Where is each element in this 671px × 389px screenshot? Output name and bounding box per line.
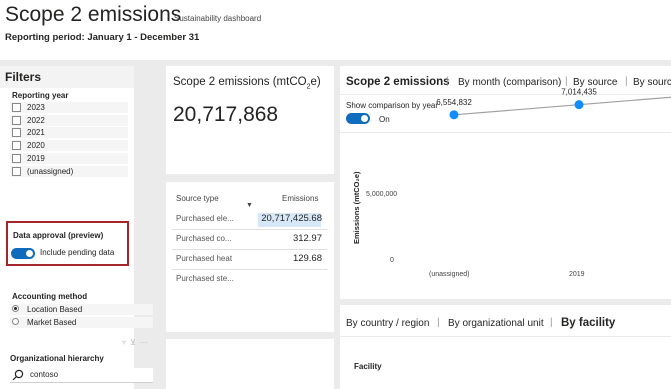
year-checkbox[interactable] [12,166,21,176]
tab-by-facility[interactable]: By facility [561,317,616,329]
tab-by-country-region[interactable]: By country / region [346,318,430,329]
tab-scope2-emissions[interactable]: Scope 2 emissions [346,76,450,88]
source-type-table: Source type Emissions ▼ Purchased ele...… [166,182,334,332]
table-cell-source: Purchased co... [176,234,232,243]
slicer-header-icons: ▿⊻⋯ [122,338,152,347]
series-line [453,96,671,116]
sort-descending-icon[interactable]: ▼ [246,202,253,209]
filters-header: Filters [0,66,134,88]
tab-divider [340,336,671,337]
x-tick-label: 2019 [569,271,585,278]
radio-location-based-label: Location Based [27,305,83,314]
year-checkbox[interactable] [12,141,21,151]
year-option-label: 2020 [27,141,45,151]
table-cell-source: Purchased heat [176,254,233,263]
year-option[interactable]: 2021 [10,127,128,139]
column-header-emissions[interactable]: Emissions [282,194,319,203]
year-option[interactable]: 2019 [10,152,128,164]
page-subtitle: Sustainability dashboard [174,14,262,23]
org-hierarchy-search-value: contoso [30,370,59,379]
radio-location-based[interactable]: Location Based [10,304,153,315]
more-options-icon[interactable]: ⋯ [139,338,152,347]
include-pending-toggle[interactable] [11,248,35,259]
column-header-facility[interactable]: Facility [354,362,382,371]
year-option-label: (unassigned) [27,166,74,176]
comparison-toggle[interactable] [346,113,370,124]
facility-table-card: By country / region | By organizational … [340,305,671,389]
year-option[interactable]: 2020 [10,140,128,152]
table-cell-source: Purchased ste... [176,274,234,283]
tab-separator: | [625,76,628,87]
kpi-title: Scope 2 emissions (mtCO2e) [173,76,321,91]
year-option[interactable]: 2023 [10,102,128,113]
radio-market-based-indicator[interactable] [12,318,19,325]
y-tick-label: 0 [390,257,394,264]
year-checkbox[interactable] [12,128,21,138]
year-option[interactable]: 2022 [10,114,128,126]
accounting-method-label: Accounting method [12,292,88,301]
empty-visual [166,339,334,389]
toggle-knob [26,250,33,257]
tab-by-organizational-unit[interactable]: By organizational unit [448,318,544,329]
search-icon [12,369,24,381]
radio-market-based[interactable]: Market Based [10,317,153,328]
year-option-label: 2021 [27,128,45,138]
reporting-year-label: Reporting year [12,91,69,100]
chart-divider [340,132,671,133]
data-approval-label: Data approval (preview) [13,231,104,240]
table-row-divider [172,249,327,250]
year-checkbox[interactable] [12,153,21,163]
x-tick-label: (unassigned) [429,271,470,278]
year-option-label: 2019 [27,153,45,163]
data-label: 6,554,832 [436,98,472,107]
comparison-toggle-state: On [379,115,390,124]
tab-by-source-2[interactable]: By sourc [633,77,671,88]
table-cell-emissions: 20,717,425.68 [261,213,322,224]
include-pending-label: Include pending data [40,248,115,257]
year-checkbox[interactable] [12,115,21,125]
tab-separator: | [565,76,568,87]
table-cell-emissions: 129.68 [292,253,322,264]
radio-location-based-indicator[interactable] [12,305,19,312]
table-row-divider [172,229,327,230]
table-row-divider [172,269,327,270]
table-cell-source: Purchased ele... [176,214,234,223]
reporting-period: Reporting period: January 1 - December 3… [5,32,200,43]
tab-divider [340,94,671,95]
comparison-label: Show comparison by year [346,101,439,110]
year-option-label: 2022 [27,115,45,125]
y-tick-label: 5,000,000 [366,191,398,198]
org-hierarchy-search[interactable]: contoso [10,368,153,383]
clear-selections-icon[interactable]: ⊻ [130,338,140,347]
tab-by-month-comparison[interactable]: By month (comparison) [458,77,562,88]
data-point[interactable] [449,110,459,120]
year-option-label: 2023 [27,103,45,112]
kpi-value: 20,717,868 [173,103,279,126]
tab-separator: | [550,317,553,328]
radio-market-based-label: Market Based [27,318,77,327]
tab-separator: | [446,76,449,87]
year-checkbox[interactable] [12,103,21,112]
filter-icon[interactable]: ▿ [122,338,131,347]
emissions-line-chart: 6,554,832 7,014,435 [410,88,671,262]
kpi-card: Scope 2 emissions (mtCO2e) 20,717,868 [166,66,334,174]
org-hierarchy-label: Organizational hierarchy [10,354,104,363]
toggle-knob [361,115,368,122]
filters-title: Filters [5,70,42,84]
tab-separator: | [437,317,440,328]
table-cell-emissions: 312.97 [292,233,322,244]
column-header-source-type[interactable]: Source type [176,194,219,203]
data-label: 7,014,435 [561,88,597,97]
page-title: Scope 2 emissions [5,3,182,26]
chart-card: Scope 2 emissions | By month (comparison… [340,66,671,299]
data-approval-panel: Data approval (preview) Include pending … [6,221,129,266]
tab-by-source[interactable]: By source [573,77,618,88]
data-bar [258,213,321,227]
year-option[interactable]: (unassigned) [10,165,128,177]
data-point[interactable] [574,100,584,110]
